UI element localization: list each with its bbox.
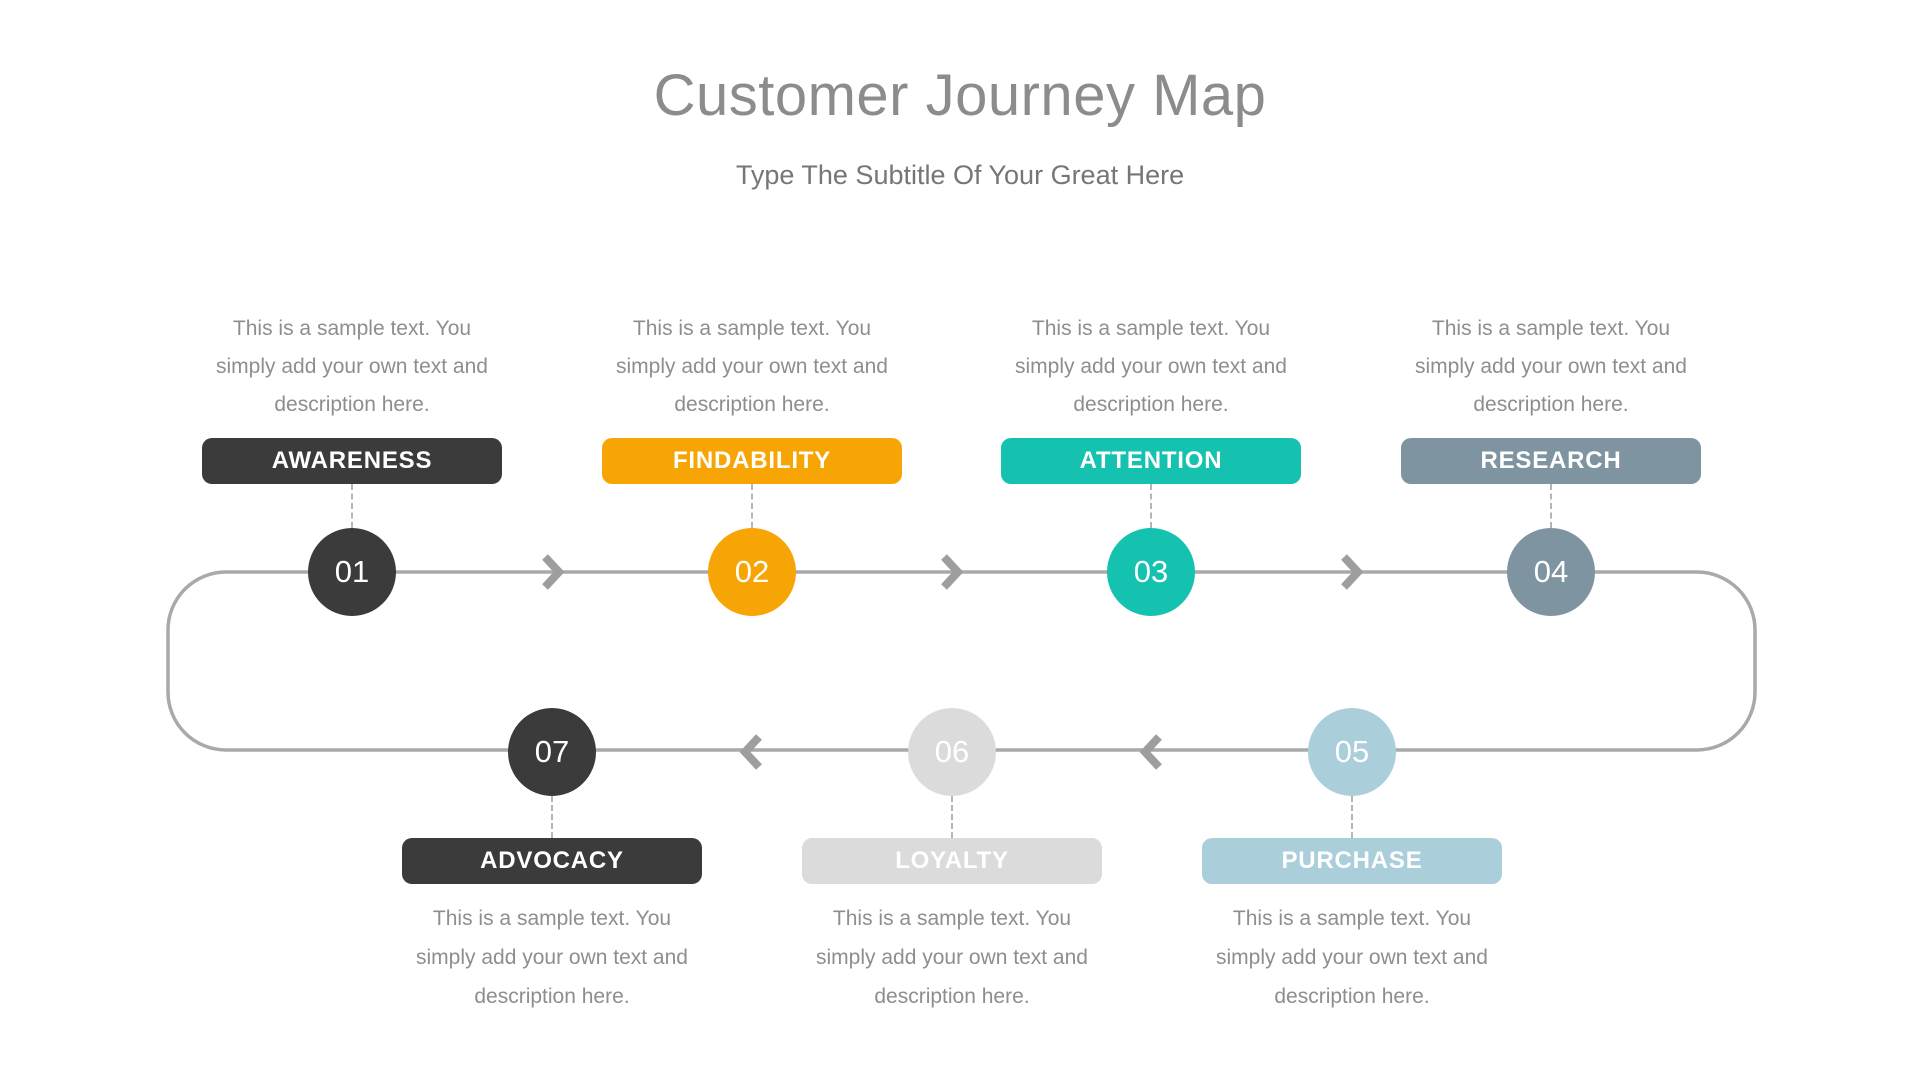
stage-label-badge: ATTENTION — [1001, 438, 1301, 484]
stage-number-circle: 04 — [1507, 528, 1595, 616]
stage-description: This is a sample text. You simply add yo… — [816, 907, 1088, 1008]
stage-label-badge: RESEARCH — [1401, 438, 1701, 484]
stage-label-badge: AWARENESS — [202, 438, 502, 484]
arrow-left-icon — [739, 734, 762, 770]
stage-purchase: 05 PURCHASE This is a sample text. You s… — [1202, 708, 1502, 1016]
arrow-left-icon — [1139, 734, 1162, 770]
stage-number-circle: 07 — [508, 708, 596, 796]
arrow-right-icon — [1341, 554, 1364, 590]
stage-number-circle: 03 — [1107, 528, 1195, 616]
dashed-connector — [551, 796, 553, 838]
stage-label-badge: ADVOCACY — [402, 838, 702, 884]
stage-awareness: This is a sample text. You simply add yo… — [202, 310, 502, 616]
stage-number-circle: 06 — [908, 708, 996, 796]
stage-description: This is a sample text. You simply add yo… — [1015, 317, 1287, 416]
stage-description: This is a sample text. You simply add yo… — [1415, 317, 1687, 416]
stage-description: This is a sample text. You simply add yo… — [416, 907, 688, 1008]
stage-number-circle: 02 — [708, 528, 796, 616]
dashed-connector — [1150, 484, 1152, 528]
stage-label-badge: FINDABILITY — [602, 438, 902, 484]
stage-loyalty: 06 LOYALTY This is a sample text. You si… — [802, 708, 1102, 1016]
dashed-connector — [351, 484, 353, 528]
stage-description: This is a sample text. You simply add yo… — [216, 317, 488, 416]
arrow-right-icon — [542, 554, 565, 590]
stage-number-circle: 05 — [1308, 708, 1396, 796]
stage-description: This is a sample text. You simply add yo… — [1216, 907, 1488, 1008]
stage-label-badge: PURCHASE — [1202, 838, 1502, 884]
stage-label-badge: LOYALTY — [802, 838, 1102, 884]
page-subtitle: Type The Subtitle Of Your Great Here — [735, 160, 1185, 190]
dashed-connector — [951, 796, 953, 838]
stage-description: This is a sample text. You simply add yo… — [616, 317, 888, 416]
stage-research: This is a sample text. You simply add yo… — [1401, 310, 1701, 616]
stage-advocacy: 07 ADVOCACY This is a sample text. You s… — [402, 708, 702, 1016]
arrow-right-icon — [941, 554, 964, 590]
stage-number-circle: 01 — [308, 528, 396, 616]
dashed-connector — [1351, 796, 1353, 838]
stage-findability: This is a sample text. You simply add yo… — [602, 310, 902, 616]
dashed-connector — [751, 484, 753, 528]
page-title: Customer Journey Map — [653, 63, 1267, 128]
dashed-connector — [1550, 484, 1552, 528]
stage-attention: This is a sample text. You simply add yo… — [1001, 310, 1301, 616]
